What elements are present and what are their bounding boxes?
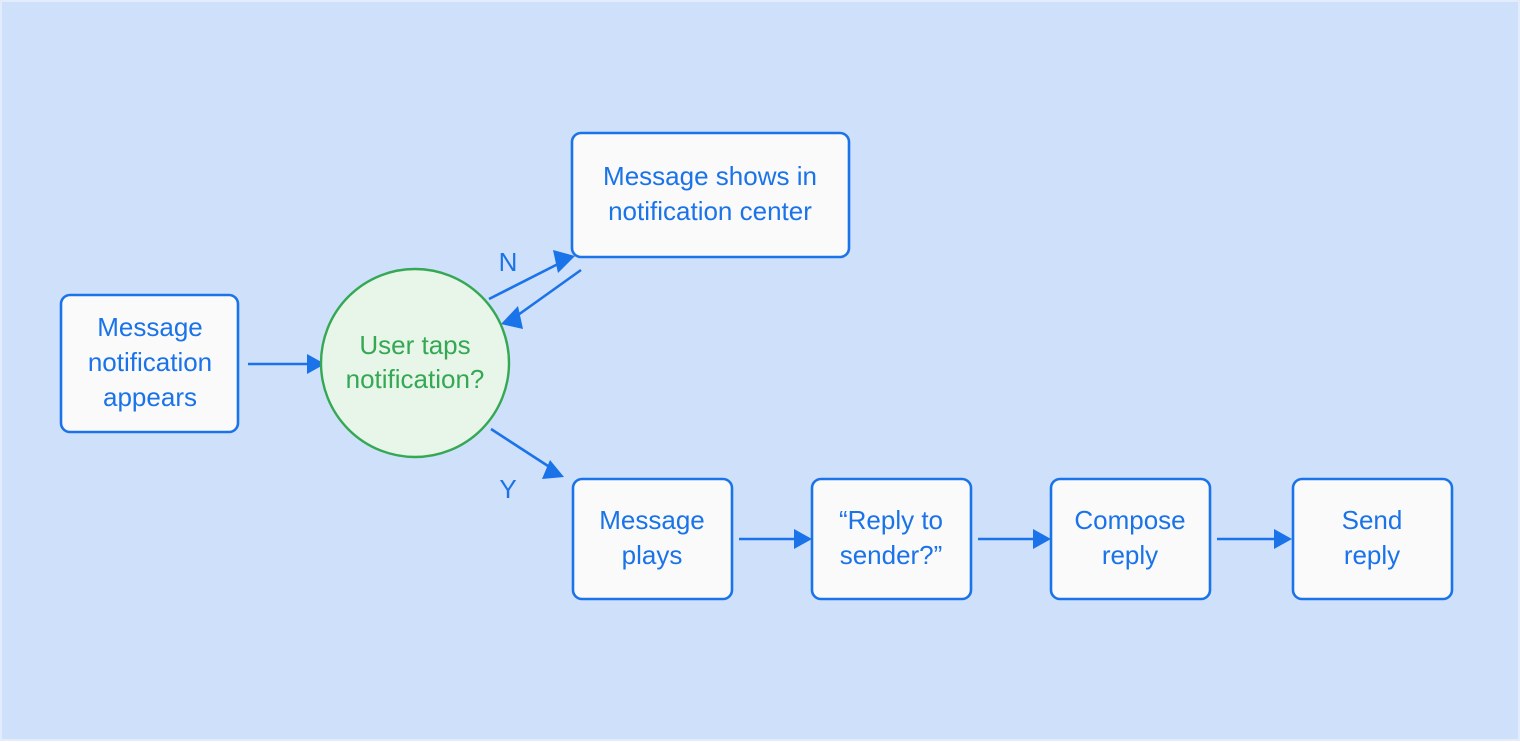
node-label-line: Send xyxy=(1342,505,1403,535)
node-message-notification-appears[interactable]: Message notification appears xyxy=(59,293,240,434)
edge-label-n: N xyxy=(499,247,518,277)
node-shape[interactable] xyxy=(319,267,511,459)
node-user-taps-notification-decision[interactable]: User taps notification? xyxy=(319,267,511,459)
node-label-line: notification? xyxy=(346,364,485,394)
edge-decision-to-notification-center: N xyxy=(488,247,575,301)
node-label-line: Message xyxy=(97,312,203,342)
node-compose-reply[interactable]: Compose reply xyxy=(1049,477,1212,601)
edge-notification-center-to-decision xyxy=(501,268,582,329)
node-shape[interactable] xyxy=(810,477,973,601)
node-shape[interactable] xyxy=(571,477,734,601)
node-label-line: appears xyxy=(103,382,197,412)
node-label-line: notification center xyxy=(608,196,812,226)
edge-message-plays-to-reply xyxy=(739,529,812,549)
edge-label-y: Y xyxy=(499,474,516,504)
node-label-line: notification xyxy=(88,347,212,377)
edge-start-to-decision xyxy=(248,354,325,374)
node-label-line: plays xyxy=(622,540,683,570)
node-label-line: “Reply to xyxy=(839,505,943,535)
node-label-line: Message shows in xyxy=(603,161,817,191)
node-send-reply[interactable]: Send reply xyxy=(1291,477,1454,601)
node-shape[interactable] xyxy=(1049,477,1212,601)
node-label-line: reply xyxy=(1344,540,1400,570)
node-label-line: Compose xyxy=(1074,505,1185,535)
node-label-line: User taps xyxy=(359,330,470,360)
node-label-line: sender?” xyxy=(840,540,943,570)
edge-compose-to-send xyxy=(1217,529,1292,549)
node-label-line: reply xyxy=(1102,540,1158,570)
node-reply-to-sender[interactable]: “Reply to sender?” xyxy=(810,477,973,601)
node-shape[interactable] xyxy=(570,131,851,259)
node-shape[interactable] xyxy=(59,293,240,434)
edge-decision-to-message-plays: Y xyxy=(490,427,564,504)
node-shape[interactable] xyxy=(1291,477,1454,601)
node-message-plays[interactable]: Message plays xyxy=(571,477,734,601)
node-message-shows-in-notification-center[interactable]: Message shows in notification center xyxy=(570,131,851,259)
node-label-line: Message xyxy=(599,505,705,535)
edge-reply-to-compose xyxy=(978,529,1051,549)
